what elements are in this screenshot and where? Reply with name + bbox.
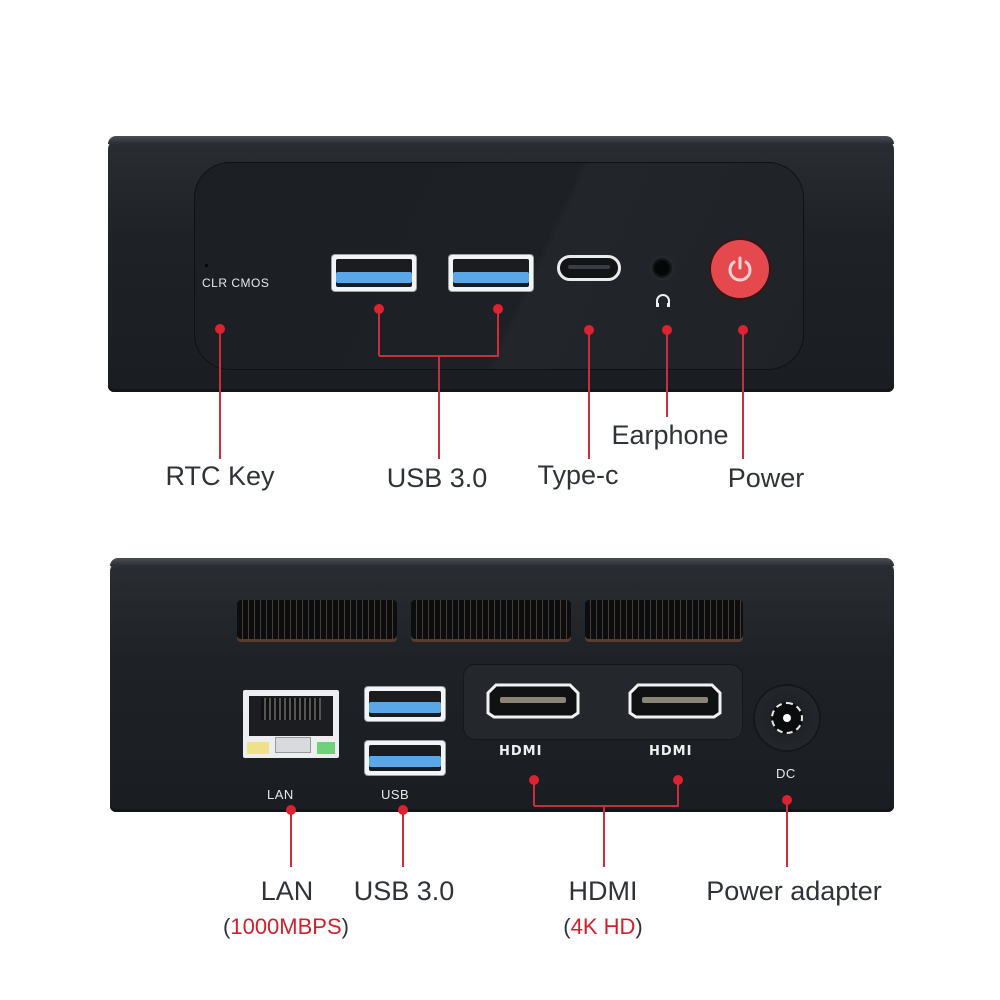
hdmi-logo-2: HDMI [649,744,693,759]
vent-3 [585,600,743,642]
label-usb-3-0-front: USB 3.0 [386,463,488,493]
front-usb-port-2[interactable] [449,255,533,291]
paren-close: ) [635,914,643,939]
paren-close: ) [341,914,349,939]
callout-line-power-adapter [786,800,788,867]
label-hdmi: HDMI [568,876,638,906]
callout-line-hdmi-1 [533,780,535,806]
clr-cmos-pinhole[interactable] [204,263,209,268]
hdmi-logo-1: HDMI [499,744,543,759]
label-rtc-key: RTC Key [165,461,275,491]
vent-1 [237,600,397,642]
callout-line-usb [438,356,440,459]
label-power-adapter: Power adapter [706,876,882,906]
callout-line-rtc-key [219,329,221,459]
callout-line-usb-1 [378,309,380,356]
lan-port[interactable] [243,690,339,758]
headset-icon [656,294,670,307]
hdmi-port-2[interactable] [628,683,722,719]
type-c-port[interactable] [557,255,621,281]
rear-usb-port-2[interactable] [365,741,445,775]
dc-silkscreen: DC [776,766,796,781]
label-lan-detail: (1000MBPS) [223,914,349,940]
clr-cmos-silkscreen: CLR CMOS [202,276,270,290]
label-type-c: Type-c [537,460,619,490]
label-earphone: Earphone [611,420,729,450]
callout-line-hdmi [603,806,605,867]
label-power: Power [727,463,805,493]
callout-line-power [742,330,744,459]
paren-open: ( [563,914,571,939]
label-lan: LAN [260,876,314,906]
callout-line-usb-2 [497,309,499,356]
power-button[interactable] [711,240,769,298]
power-icon [728,256,752,282]
callout-bracket-hdmi [534,805,679,807]
usb-silkscreen: USB [381,787,410,802]
callout-line-type-c [588,330,590,459]
lan-silkscreen: LAN [267,787,294,802]
paren-open: ( [223,914,231,939]
dc-port[interactable] [753,684,821,752]
lan-speed: 1000MBPS [230,914,342,939]
hdmi-resolution: 4K HD [570,914,636,939]
front-usb-port-1[interactable] [332,255,416,291]
earphone-jack[interactable] [650,256,674,280]
rear-usb-port-1[interactable] [365,687,445,721]
label-usb-3-0-rear: USB 3.0 [353,876,455,906]
vent-2 [411,600,571,642]
label-hdmi-detail: (4K HD) [563,914,642,940]
callout-line-usb-rear [402,810,404,867]
callout-line-earphone [666,330,668,417]
hdmi-port-1[interactable] [486,683,580,719]
callout-line-hdmi-2 [677,780,679,806]
callout-line-lan [290,810,292,867]
